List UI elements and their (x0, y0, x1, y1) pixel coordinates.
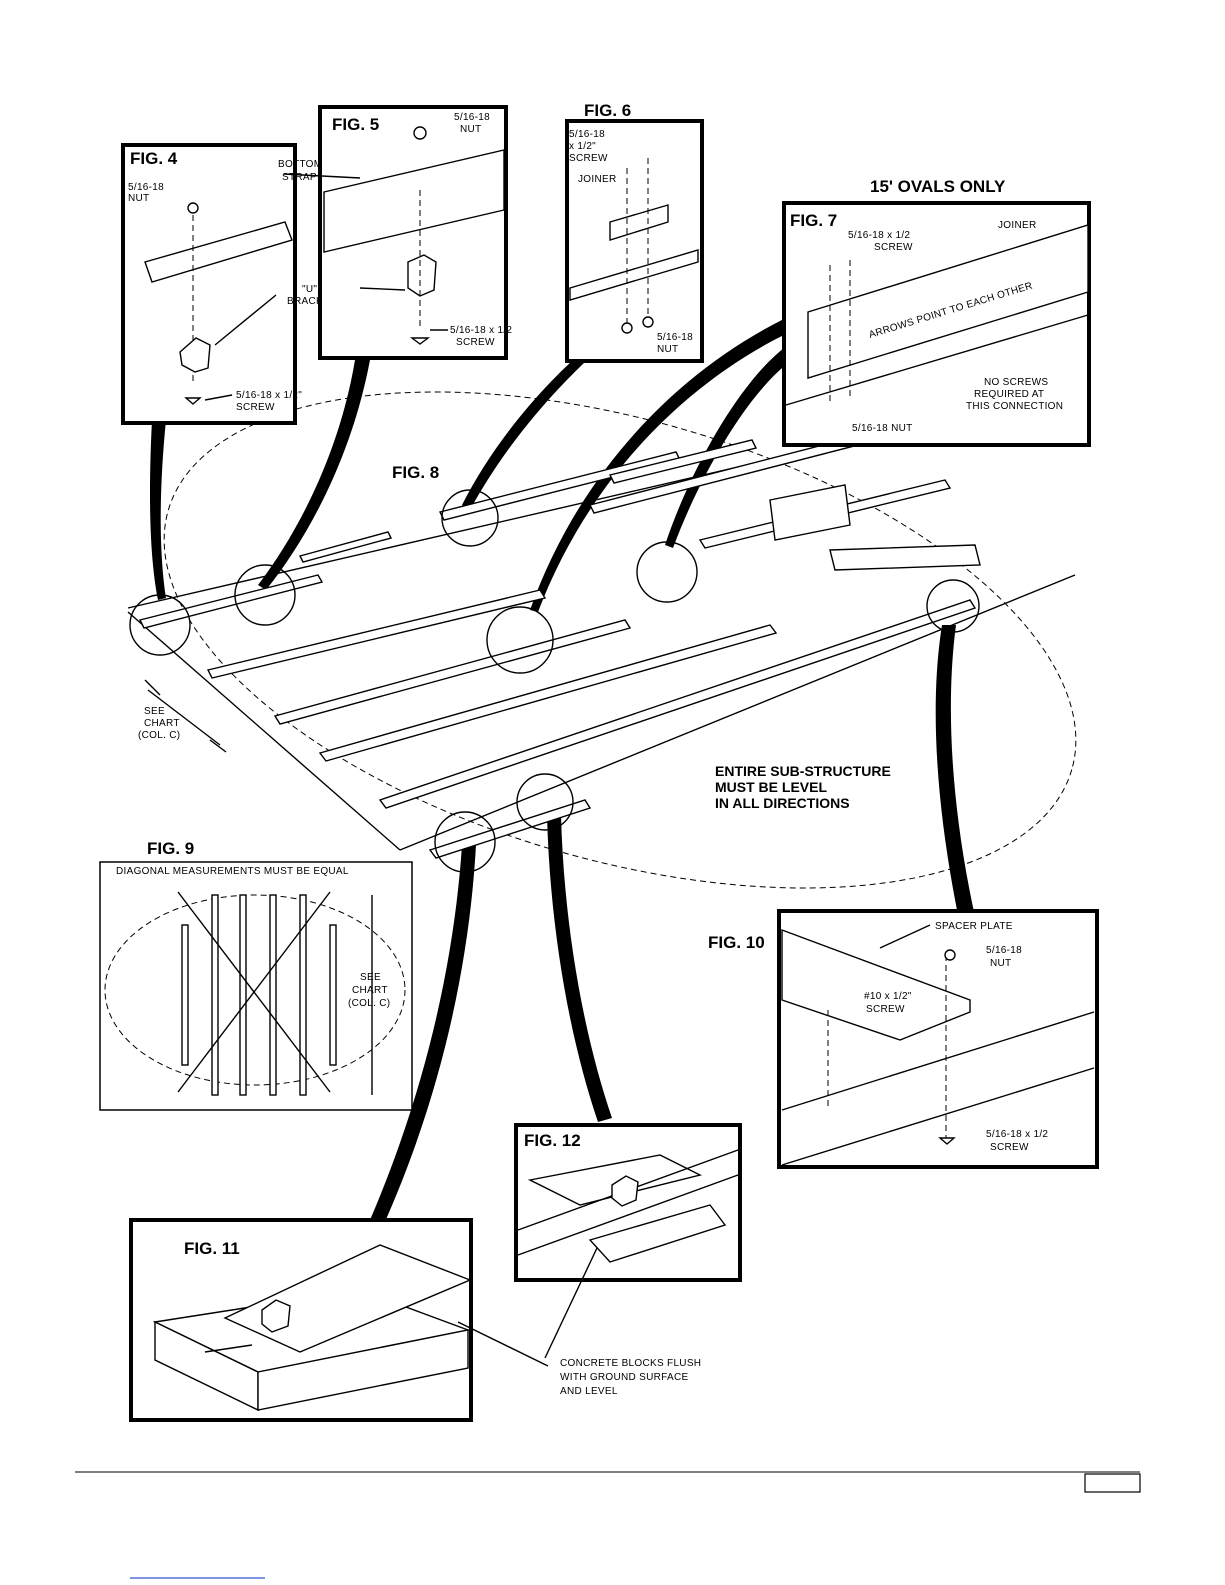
svg-text:5/16-18: 5/16-18 (454, 112, 490, 123)
svg-text:(COL. C): (COL. C) (348, 998, 390, 1009)
diagonal-2 (177, 891, 331, 1093)
svg-text:5/16-18 x 1/2: 5/16-18 x 1/2 (848, 230, 910, 241)
svg-text:5/16-18: 5/16-18 (657, 332, 693, 343)
svg-text:NO SCREWS: NO SCREWS (984, 377, 1048, 388)
nut-icon (642, 316, 654, 328)
u-bracket-icon (261, 1299, 291, 1333)
svg-text:SCREW: SCREW (990, 1142, 1029, 1153)
svg-text:SCREW: SCREW (456, 337, 495, 348)
fig9-diagonal-note: DIAGONAL MEASUREMENTS MUST BE EQUAL (116, 866, 349, 877)
svg-text:MUST BE LEVEL: MUST BE LEVEL (715, 779, 827, 795)
svg-text:SEE: SEE (360, 972, 381, 983)
fig8-layout: FIG. 8 SEE CHART (COL. C) ENTIRE SUB-STR… (127, 391, 1077, 889)
svg-text:5/16-18: 5/16-18 (128, 182, 164, 193)
svg-text:5/16-18: 5/16-18 (569, 129, 605, 140)
u-bracket-icon (179, 337, 211, 373)
svg-text:5/16-18 x 1/2: 5/16-18 x 1/2 (450, 325, 512, 336)
fig5-title: FIG. 5 (332, 115, 379, 134)
fig8-see-chart: SEE CHART (COL. C) (138, 706, 180, 741)
concrete-note: CONCRETE BLOCKS FLUSH WITH GROUND SURFAC… (457, 1247, 701, 1397)
svg-text:IN ALL DIRECTIONS: IN ALL DIRECTIONS (715, 795, 850, 811)
level-note: ENTIRE SUB-STRUCTURE MUST BE LEVEL IN AL… (715, 763, 891, 811)
page-footer (75, 1471, 1141, 1579)
screw-icon (409, 337, 431, 345)
rail-bottom (399, 574, 1076, 851)
fig7-heading: 15' OVALS ONLY (870, 177, 1006, 196)
page-number-box (1084, 1473, 1141, 1493)
fig7-title: FIG. 7 (790, 211, 837, 230)
detail-circles (129, 489, 980, 873)
svg-text:SCREW: SCREW (569, 153, 608, 164)
fig6-panel: FIG. 6 5/16-18 x 1/2" SCREW JOINER 5/16-… (565, 101, 704, 363)
svg-text:CHART: CHART (352, 985, 388, 996)
connector-fig6 (462, 360, 585, 510)
nut-icon (944, 949, 956, 961)
fig9-title: FIG. 9 (147, 839, 194, 858)
svg-text:"U": "U" (302, 284, 317, 295)
callout-connectors (150, 318, 974, 1224)
connector-fig4 (150, 420, 166, 600)
svg-text:JOINER: JOINER (578, 174, 616, 185)
svg-text:x 1/2": x 1/2" (569, 141, 596, 152)
fig4-panel: FIG. 4 5/16-18 NUT BOTTOM STRAP "U" BRAC… (121, 143, 336, 425)
svg-text:SCREW: SCREW (874, 242, 913, 253)
screw-icon (938, 1137, 956, 1145)
connector-fig12 (547, 815, 612, 1122)
svg-text:ENTIRE SUB-STRUCTURE: ENTIRE SUB-STRUCTURE (715, 763, 891, 779)
svg-text:BRACKET: BRACKET (287, 296, 336, 307)
svg-text:5/16-18: 5/16-18 (986, 945, 1022, 956)
connector-fig10 (935, 625, 974, 915)
svg-text:WITH GROUND SURFACE: WITH GROUND SURFACE (560, 1372, 689, 1383)
u-bracket-icon (611, 1175, 639, 1207)
fig9-strips (181, 894, 337, 1096)
screw-icon (184, 397, 202, 405)
svg-text:NUT: NUT (460, 124, 481, 135)
fig6-title: FIG. 6 (584, 101, 631, 120)
fig4-title: FIG. 4 (130, 149, 178, 168)
svg-text:REQUIRED AT: REQUIRED AT (974, 389, 1044, 400)
svg-text:JOINER: JOINER (998, 220, 1036, 231)
connector-fig7b (665, 345, 792, 548)
svg-text:#10 x 1/2": #10 x 1/2" (864, 991, 912, 1002)
svg-text:CHART: CHART (144, 718, 180, 729)
svg-text:AND LEVEL: AND LEVEL (560, 1386, 618, 1397)
nut-icon (187, 202, 199, 214)
svg-text:SEE: SEE (144, 706, 165, 717)
svg-text:5/16-18 x 1/2": 5/16-18 x 1/2" (236, 390, 302, 401)
fig7-panel: 15' OVALS ONLY FIG. 7 5/16-18 x 1/2 SCRE… (782, 177, 1091, 447)
straps (138, 419, 981, 859)
nut-icon (413, 126, 427, 140)
svg-text:(COL. C): (COL. C) (138, 730, 180, 741)
svg-text:THIS CONNECTION: THIS CONNECTION (966, 401, 1063, 412)
svg-text:SCREW: SCREW (866, 1004, 905, 1015)
svg-text:BOTTOM: BOTTOM (278, 159, 322, 170)
svg-text:SCREW: SCREW (236, 402, 275, 413)
fig5-panel: FIG. 5 5/16-18 NUT 5/16-18 x 1/2 SCREW (283, 105, 512, 360)
nut-icon (621, 322, 633, 334)
svg-text:NUT: NUT (657, 344, 678, 355)
svg-text:5/16-18 NUT: 5/16-18 NUT (852, 423, 913, 434)
fig10-title: FIG. 10 (708, 933, 765, 952)
fig9-see-chart: SEE CHART (COL. C) (348, 972, 390, 1009)
svg-text:SPACER PLATE: SPACER PLATE (935, 921, 1013, 932)
fig9-panel: FIG. 9 DIAGONAL MEASUREMENTS MUST BE EQU… (99, 839, 413, 1111)
connector-fig11 (370, 845, 476, 1224)
svg-text:STRAP: STRAP (282, 172, 317, 183)
rail-top (127, 454, 791, 609)
svg-text:CONCRETE BLOCKS FLUSH: CONCRETE BLOCKS FLUSH (560, 1358, 701, 1369)
dimension-line (147, 689, 221, 746)
fig8-title: FIG. 8 (392, 463, 439, 482)
fig10-panel: FIG. 10 SPACER PLATE 5/16-18 NUT #10 x 1… (708, 909, 1099, 1169)
svg-text:NUT: NUT (990, 958, 1011, 969)
svg-text:NUT: NUT (128, 193, 149, 204)
fig12-title: FIG. 12 (524, 1131, 581, 1150)
svg-text:5/16-18 x 1/2: 5/16-18 x 1/2 (986, 1129, 1048, 1140)
u-bracket-icon (407, 254, 437, 297)
pool-outline (163, 391, 1077, 889)
connector-fig5 (258, 360, 370, 590)
fig11-title: FIG. 11 (184, 1239, 240, 1258)
fig12-panel: FIG. 12 (514, 1123, 742, 1282)
fig11-panel: FIG. 11 (129, 1218, 473, 1422)
